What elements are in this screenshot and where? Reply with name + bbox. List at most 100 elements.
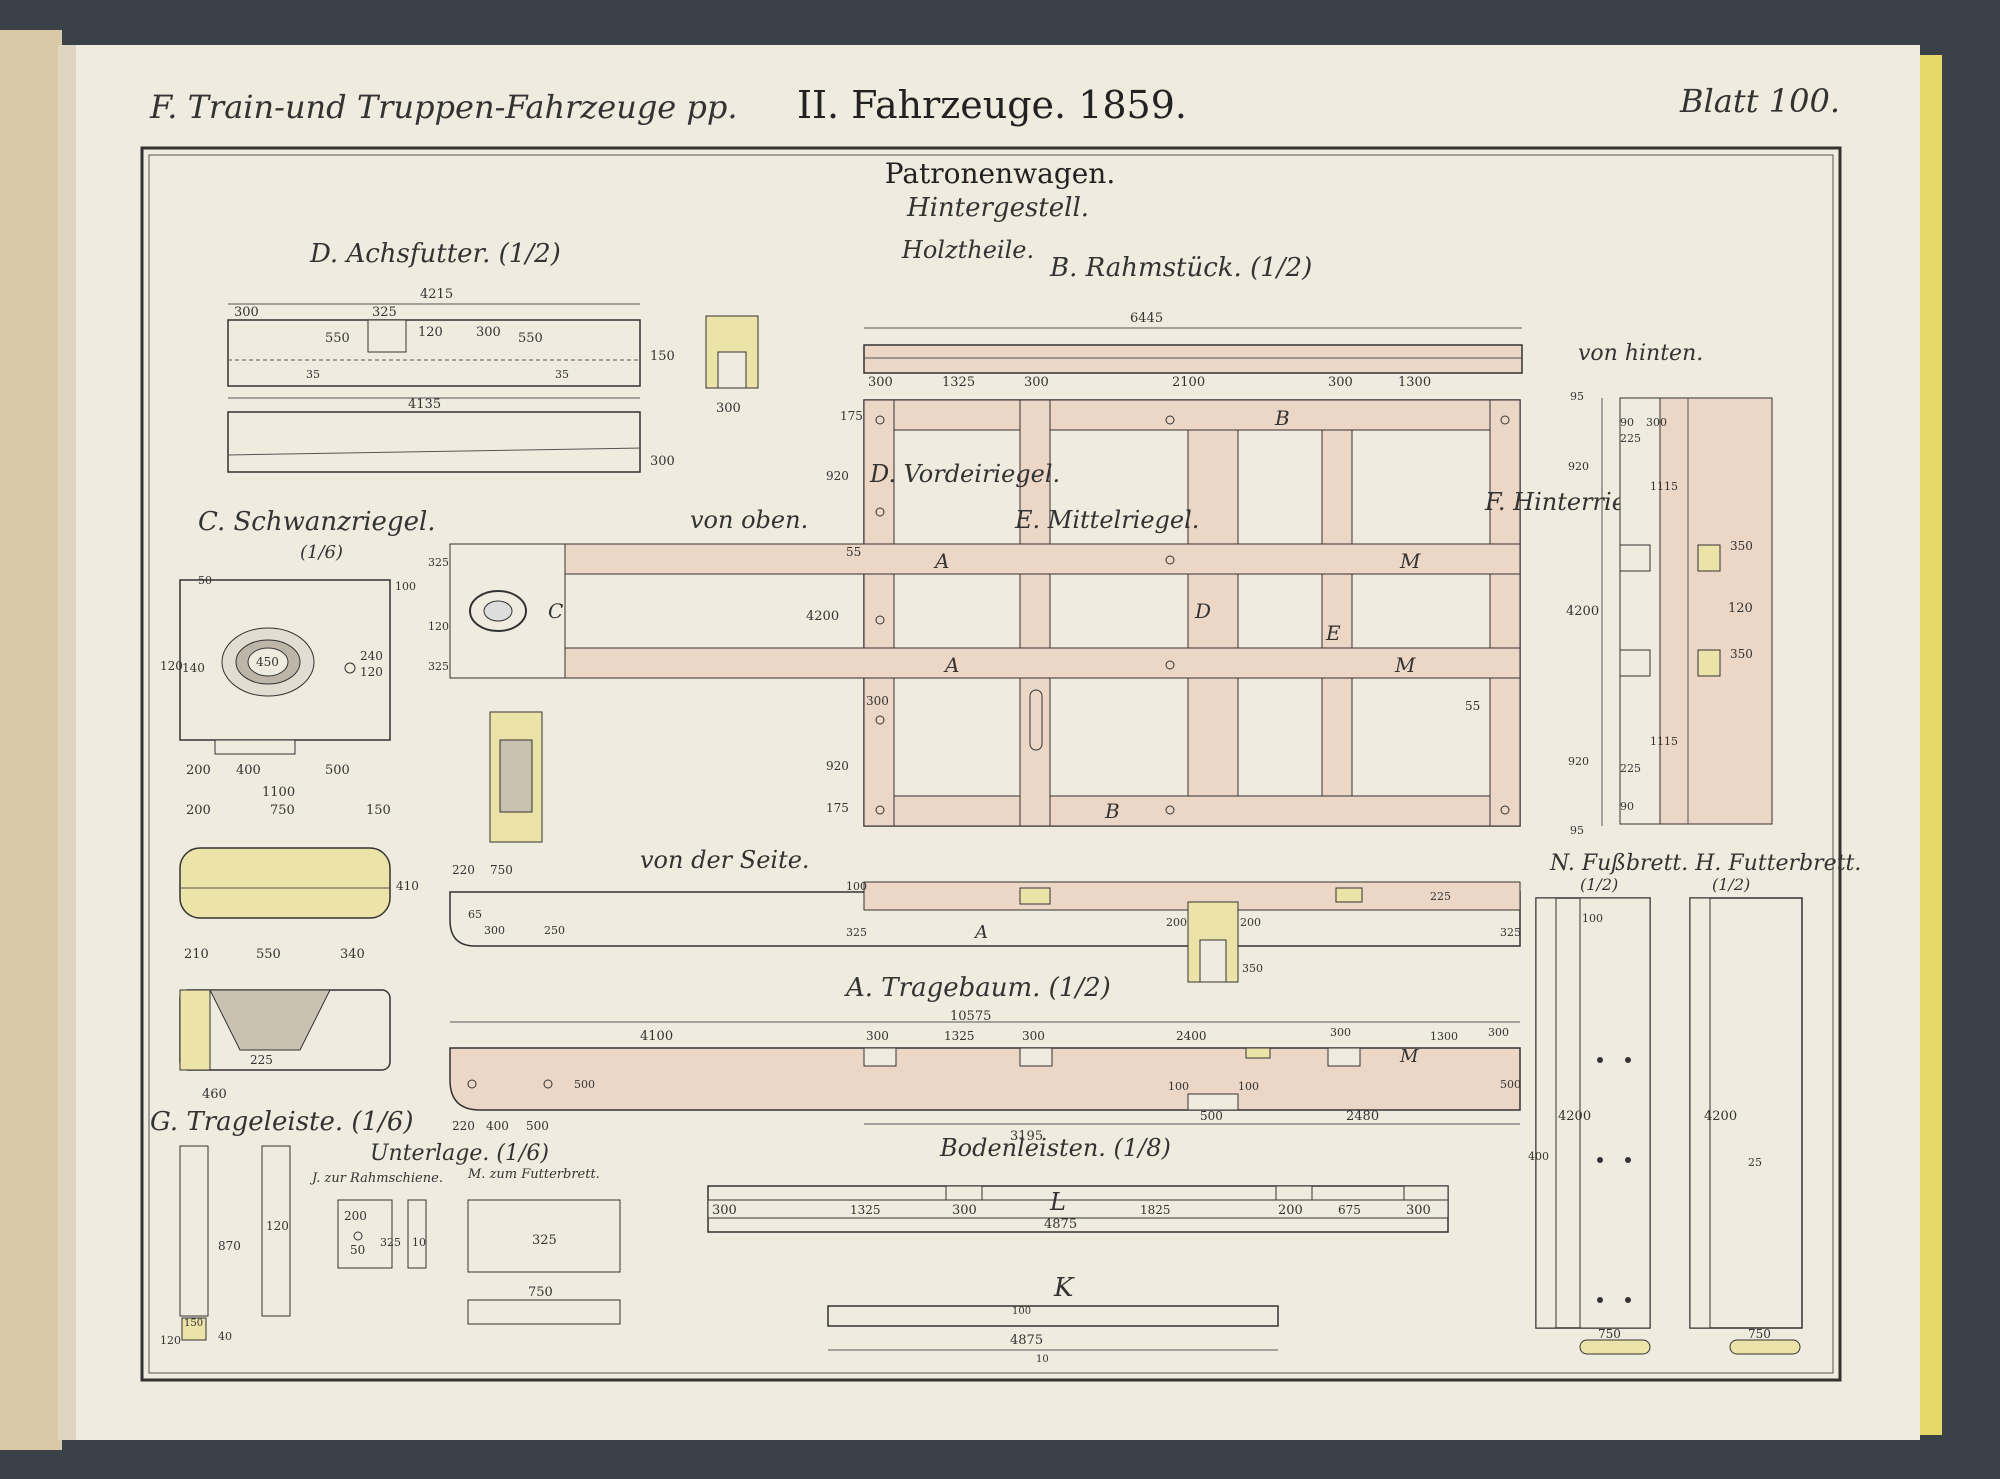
letter-a-2: A	[943, 653, 959, 677]
dim-trageleiste-1: 120	[266, 1219, 289, 1233]
dim-hinten-0: 95	[1570, 390, 1584, 403]
dim-rahm-0: 6445	[1130, 311, 1163, 326]
dim-trage-7: 1300	[1430, 1030, 1458, 1043]
dim-trage-18: 500	[526, 1119, 549, 1133]
dim-seite-6: 325	[846, 926, 867, 939]
dim-trage-6: 300	[1330, 1026, 1351, 1039]
dim-boden-9: 4875	[1010, 1333, 1043, 1348]
dim-seite-10: 350	[1242, 962, 1263, 975]
dim-frame-0: 175	[840, 409, 863, 423]
dim-achsfutter-3: 120	[418, 325, 443, 340]
dim-seite-1: 750	[490, 863, 513, 877]
dim-schwanz-11: 200	[186, 803, 211, 818]
schwanzriegel-section	[489, 711, 543, 843]
dim-hinten-7: 350	[1730, 539, 1753, 553]
dim-boden-0: 300	[712, 1203, 737, 1218]
letter-m-1: M	[1399, 549, 1421, 573]
heading-unterlage: Unterlage. (1/6)	[370, 1141, 549, 1166]
dim-trage-8: 300	[1488, 1026, 1509, 1039]
dim-achsfutter-10: 150	[650, 349, 675, 364]
dim-achsfutter-7: 35	[306, 368, 320, 381]
plate-subsubtitle: Holztheile.	[901, 236, 1034, 264]
dim-hinten-8: 120	[1728, 601, 1753, 616]
dim-boden-7: 4875	[1044, 1217, 1077, 1232]
dim-achsfutter-5: 300	[476, 325, 501, 340]
dim-schwanz-7: 200	[186, 763, 211, 778]
left-page-edge	[0, 30, 62, 1450]
heading-rahmstueck: B. Rahmstück. (1/2)	[1049, 253, 1312, 283]
letter-a-1: A	[933, 549, 949, 573]
dim-trage-5: 2400	[1176, 1029, 1207, 1043]
dim-trage-1: 4100	[640, 1029, 673, 1044]
dim-trage-16: 220	[452, 1119, 475, 1133]
heading-von-hinten: von hinten.	[1578, 341, 1703, 366]
dim-hinten-14: 95	[1570, 824, 1584, 837]
dim-trage-15: 2480	[1346, 1109, 1379, 1124]
dim-schwanz-6: 120	[360, 665, 383, 679]
dim-frame-5: 175	[826, 801, 849, 815]
dim-boden-2: 300	[952, 1203, 977, 1218]
dim-trage-13: 3195	[1010, 1129, 1043, 1144]
dim-schwanz-20: 325	[428, 556, 449, 569]
unterlage-drawing	[337, 1199, 621, 1325]
dim-trage-9: 500	[574, 1078, 595, 1091]
dim-schwanz-3: 140	[182, 661, 205, 675]
dim-achsfutter-8: 35	[555, 368, 569, 381]
dim-frame-1: 920	[826, 469, 849, 483]
dim-trage-2: 300	[866, 1029, 889, 1043]
heading-trageleiste: G. Trageleiste. (1/6)	[150, 1107, 414, 1137]
letter-b-1: B	[1274, 406, 1290, 430]
achsfutter-drawing	[227, 303, 759, 473]
dim-schwanz-4: 450	[256, 655, 279, 669]
dim-unterlage-2: 325	[380, 1236, 401, 1249]
dim-schwanz-0: 50	[198, 574, 212, 587]
fussbrett-drawing	[1535, 897, 1651, 1355]
header-center: II. Fahrzeuge. 1859.	[797, 83, 1187, 127]
heading-fussbrett-scale: (1/2)	[1580, 875, 1618, 894]
schwanzriegel-top	[179, 579, 391, 755]
dim-achsfutter-12: 300	[716, 401, 741, 416]
dim-unterlage-5: 750	[528, 1285, 553, 1300]
letter-m-3: M	[1399, 1046, 1419, 1067]
dim-seite-9: 200	[1240, 916, 1261, 929]
letter-a-3: A	[973, 922, 988, 943]
dim-hinten-6: 4200	[1566, 604, 1599, 619]
dim-futter-4: 25	[1748, 1156, 1762, 1169]
letter-m-2: M	[1394, 653, 1416, 677]
dim-schwanz-16: 550	[256, 947, 281, 962]
letter-b-2: B	[1104, 799, 1120, 823]
dim-futter-3: 4200	[1704, 1109, 1737, 1124]
letter-c-1: C	[548, 599, 563, 623]
dim-schwanz-12: 750	[270, 803, 295, 818]
plate-subtitle: Hintergestell.	[906, 193, 1089, 223]
dim-seite-8: 200	[1166, 916, 1187, 929]
dim-achsfutter-6: 550	[518, 331, 543, 346]
rear-view-drawing	[1601, 397, 1773, 826]
dim-hinten-2: 300	[1646, 416, 1667, 429]
frame-top-view	[449, 399, 1521, 827]
dim-seite-2: 65	[468, 908, 482, 921]
dim-schwanz-19: 460	[202, 1087, 227, 1102]
label-mittelriegel: E. Mittelriegel.	[1014, 506, 1199, 534]
plate-border-inner	[148, 154, 1834, 1374]
dim-schwanz-21: 120	[428, 620, 449, 633]
label-unterlage-j: J. zur Rahmschiene.	[309, 1171, 443, 1186]
dim-trage-17: 400	[486, 1119, 509, 1133]
header-left: F. Train-und Truppen-Fahrzeuge pp.	[149, 88, 738, 126]
dim-unterlage-0: 200	[344, 1209, 367, 1223]
side-view-drawing	[449, 881, 1521, 983]
heading-von-oben: von oben.	[690, 506, 808, 534]
heading-achsfutter: D. Achsfutter. (1/2)	[309, 239, 561, 269]
dim-futter-2: 400	[1528, 1150, 1549, 1163]
schwanzriegel-side	[179, 847, 391, 1071]
dim-hinten-9: 350	[1730, 647, 1753, 661]
dim-trage-12: 500	[1500, 1078, 1521, 1091]
heading-von-der-seite: von der Seite.	[640, 846, 810, 874]
dim-schwanz-10: 1100	[262, 785, 295, 800]
dim-frame-7: 55	[1465, 699, 1480, 713]
dim-schwanz-5: 240	[360, 649, 383, 663]
dim-boden-10: 10	[1036, 1354, 1049, 1365]
dim-rahm-4: 2100	[1172, 375, 1205, 390]
dim-unterlage-4: 325	[532, 1233, 557, 1248]
